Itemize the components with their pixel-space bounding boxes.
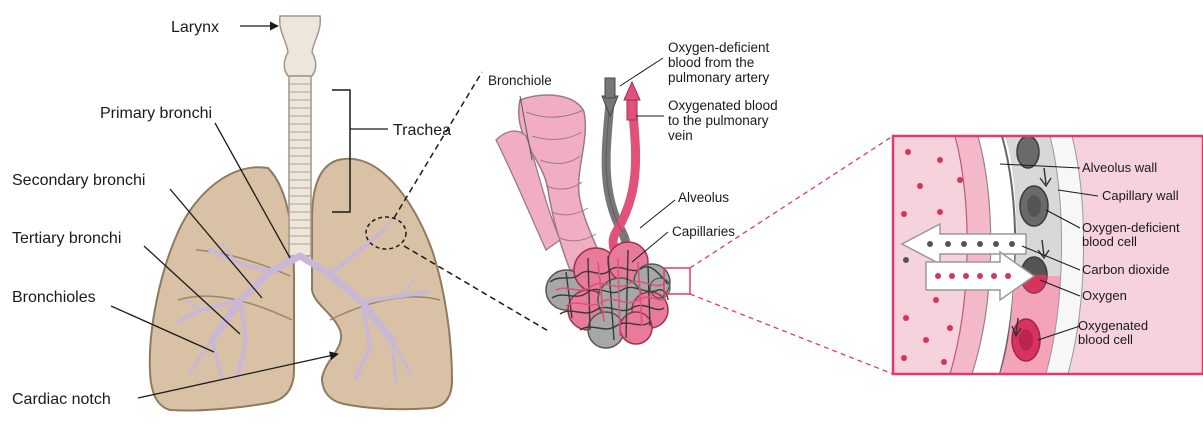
label-oxygen: Oxygen	[1082, 288, 1127, 303]
label-oxygenated-cell-1: Oxygenated	[1078, 318, 1148, 333]
alveoli-illustration	[496, 78, 690, 348]
label-oxygenated-3: vein	[668, 128, 693, 143]
left-lung	[312, 159, 452, 409]
alveolar-sac	[546, 242, 670, 348]
trachea	[289, 76, 311, 256]
label-capillary-wall: Capillary wall	[1102, 188, 1179, 203]
label-oxygenated-1: Oxygenated blood	[668, 98, 778, 113]
label-cardiac-notch: Cardiac notch	[12, 391, 111, 408]
deficient-cell-top	[1017, 136, 1039, 168]
label-alveolus: Alveolus	[678, 190, 729, 205]
larynx	[280, 16, 321, 76]
label-deficient-cell-1: Oxygen-deficient	[1082, 220, 1180, 235]
middle-leader-lines	[620, 58, 675, 262]
label-deficient-1: Oxygen-deficient	[668, 40, 770, 55]
label-oxygenated-2: to the pulmonary	[668, 113, 769, 128]
label-oxygenated-cell-2: blood cell	[1078, 332, 1133, 347]
label-carbon-dioxide: Carbon dioxide	[1082, 262, 1169, 277]
label-secondary-bronchi: Secondary bronchi	[12, 172, 145, 189]
label-tertiary-bronchi: Tertiary bronchi	[12, 230, 121, 247]
label-bronchioles: Bronchioles	[12, 289, 96, 306]
label-deficient-cell-2: blood cell	[1082, 234, 1137, 249]
label-deficient-2: blood from the	[668, 55, 754, 70]
label-primary-bronchi: Primary bronchi	[100, 105, 212, 122]
label-deficient-3: pulmonary artery	[668, 70, 770, 85]
label-alveolus-wall: Alveolus wall	[1082, 160, 1157, 175]
zoom-lines-red	[690, 136, 893, 374]
label-larynx: Larynx	[171, 19, 219, 36]
lungs-illustration	[150, 16, 452, 411]
label-bronchiole: Bronchiole	[488, 73, 552, 88]
label-capillaries: Capillaries	[672, 224, 735, 239]
